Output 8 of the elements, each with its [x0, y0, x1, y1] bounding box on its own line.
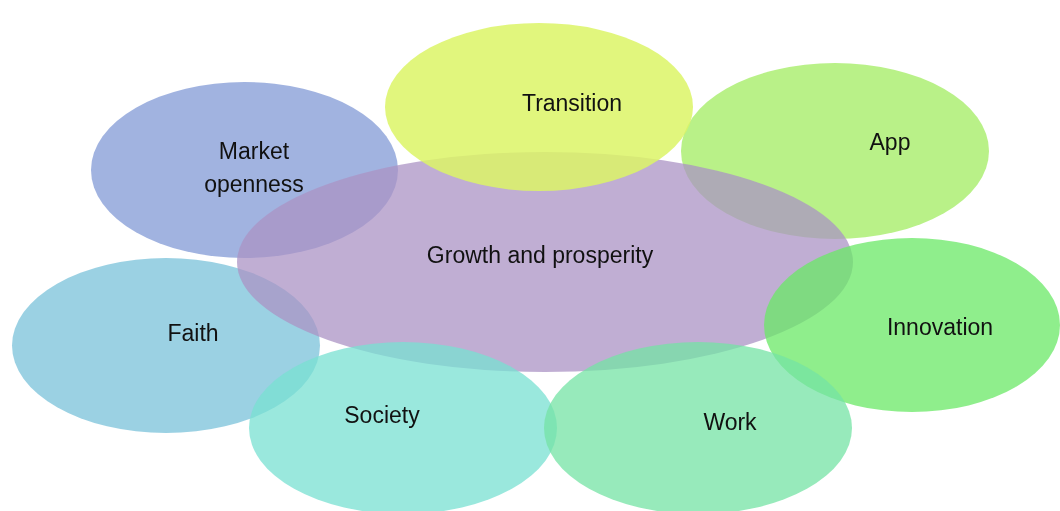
ellipse-label: Transition — [521, 88, 623, 118]
ellipse-label: Growth and prosperity — [426, 240, 654, 270]
ellipse-label: Society — [344, 400, 420, 430]
ellipse-label: Innovation — [886, 312, 994, 342]
ellipse-label: App — [869, 127, 911, 157]
ellipse-label: Market openness — [203, 137, 305, 199]
ellipse-label: Faith — [167, 318, 219, 348]
ellipse-label: Work — [703, 407, 757, 437]
